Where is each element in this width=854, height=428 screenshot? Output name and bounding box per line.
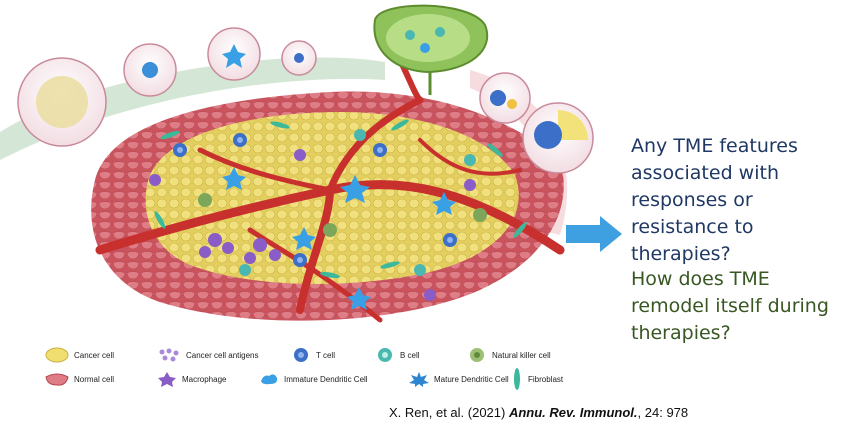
antigen-bubbles (17, 27, 317, 147)
legend-label: B cell (400, 350, 420, 360)
fibroblasts (154, 119, 527, 279)
legend-label: T cell (316, 350, 335, 360)
legend-item-macrophage: Macrophage (156, 371, 226, 387)
activation-bubbles (479, 72, 594, 174)
legend-item-normal-cell: Normal cell (44, 371, 114, 387)
arrow-icon (566, 216, 622, 252)
legend-item-mature-dc: Mature Dendritic Cell (408, 371, 509, 387)
cell-legend: Cancer cell Cancer cell antigens T cell … (44, 343, 584, 393)
question-tme-remodel: How does TME remodel itself during thera… (631, 268, 829, 344)
nk-cell-icon (470, 348, 484, 362)
citation-journal: Annu. Rev. Immunol. (508, 405, 638, 420)
citation-volume: , 24: 978 (637, 405, 689, 420)
legend-label: Cancer cell (74, 350, 115, 360)
legend-label: Immature Dendritic Cell (284, 374, 368, 384)
legend-label: Cancer cell antigens (186, 350, 259, 360)
dendritic-cells (222, 167, 456, 310)
legend-item-nk-cell: Natural killer cell (466, 347, 551, 363)
legend-label: Fibroblast (528, 374, 564, 384)
legend-item-b-cell: B cell (374, 347, 420, 363)
t-cell-icon (294, 348, 308, 362)
legend-item-t-cell: T cell (290, 347, 335, 363)
legend-item-cancer-cell: Cancer cell (44, 347, 114, 363)
b-cell-icon (378, 348, 392, 362)
legend-label: Normal cell (74, 374, 115, 384)
legend-item-cancer-cell-antigens: Cancer cell antigens (156, 347, 258, 363)
cancer-cell-icon (45, 347, 69, 363)
citation-authors: X. Ren, et al. (2021) (389, 405, 509, 420)
immune-cells (173, 129, 487, 276)
normal-cell-icon (45, 373, 69, 386)
lymph-node (373, 4, 488, 95)
question-tme-features: Any TME features associated with respons… (631, 135, 798, 265)
legend-label: Macrophage (182, 374, 227, 384)
citation: X. Ren, et al. (2021) Annu. Rev. Immunol… (389, 405, 688, 420)
legend-label: Natural killer cell (492, 350, 551, 360)
macrophage-icon (158, 372, 176, 387)
immature-dc-icon (261, 374, 278, 385)
legend-label: Mature Dendritic Cell (434, 374, 509, 384)
tme-illustration (0, 4, 594, 323)
antigen-icon (159, 348, 179, 362)
mature-dc-icon (409, 372, 429, 387)
macrophages (149, 149, 476, 301)
fibroblast-icon (514, 368, 520, 390)
legend-item-immature-dc: Immature Dendritic Cell (258, 371, 368, 387)
legend-item-fibroblast: Fibroblast (510, 367, 563, 391)
